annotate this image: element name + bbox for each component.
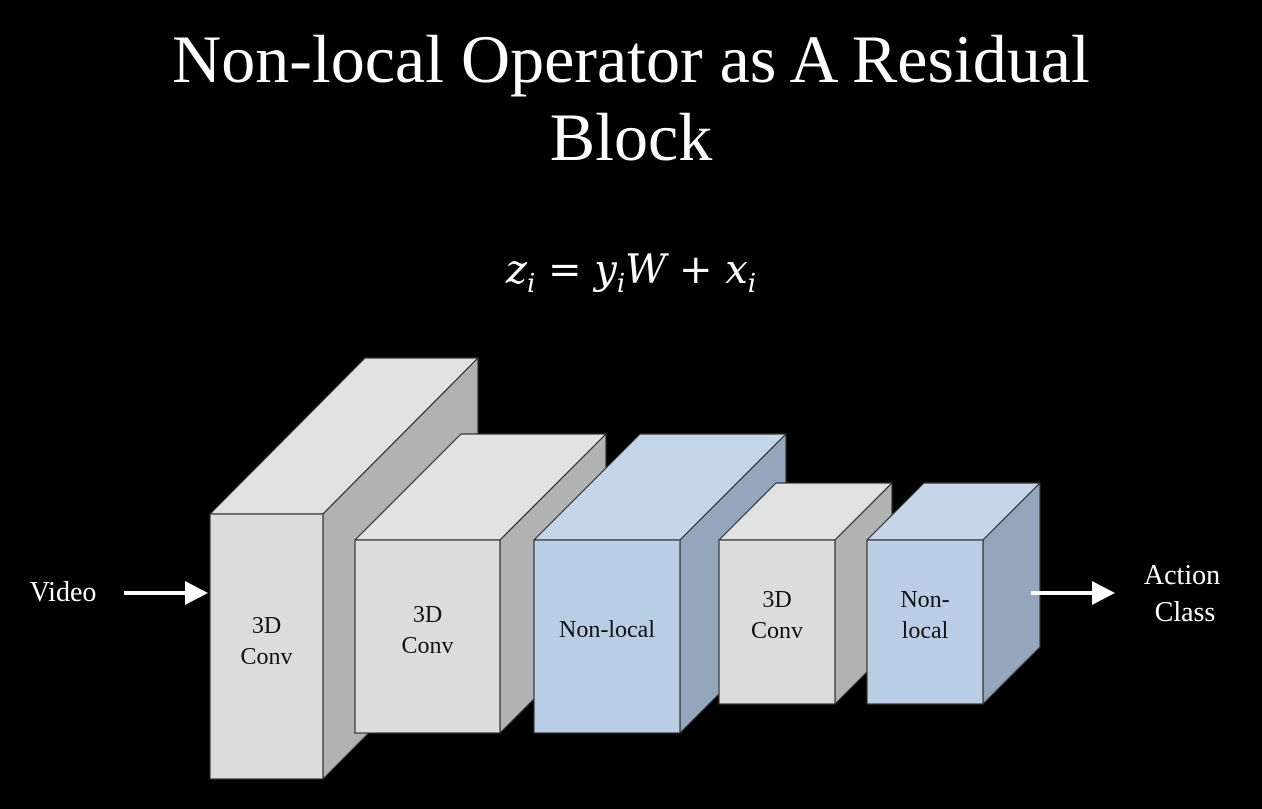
eq-lhs: z	[505, 247, 527, 293]
equation: zi = yiW + xi	[380, 240, 882, 314]
eq-term2: x	[725, 247, 748, 293]
block-3d-conv-2-label-line-2: Conv	[401, 633, 453, 659]
output-label-line-1: Action	[1144, 560, 1220, 591]
eq-equals: =	[547, 247, 582, 293]
eq-term1: y	[594, 247, 617, 293]
eq-lhs-sub: i	[526, 269, 536, 299]
block-non-local-1-label-line-1: Non-local	[559, 617, 655, 643]
block-3d-conv-3: 3D Conv	[718, 482, 893, 705]
output-arrow	[1031, 581, 1115, 605]
block-3d-conv-2-front-face	[354, 539, 501, 734]
block-3d-conv-1-label-line-2: Conv	[240, 644, 292, 670]
block-non-local-2: Non-local	[866, 482, 1041, 705]
output-label-line-2: Class	[1155, 597, 1216, 628]
block-3d-conv-3-label-line-1: 3D	[762, 587, 791, 613]
eq-term1-sub: i	[616, 269, 626, 299]
block-non-local-2-label-line-2: local	[902, 618, 949, 644]
eq-plus: +	[679, 247, 713, 293]
slide-title: Non-local Operator as A Residual Block	[40, 20, 1222, 176]
title-line-2: Block	[549, 99, 713, 175]
eq-term1-w: W	[625, 247, 667, 293]
title-line-1: Non-local Operator as A Residual	[172, 21, 1090, 97]
eq-term2-sub: i	[747, 269, 757, 299]
input-arrow	[124, 581, 208, 605]
block-non-local-2-label-line-1: Non-	[900, 587, 949, 613]
block-3d-conv-1-front-face	[209, 513, 324, 780]
block-non-local-2-front-face	[866, 539, 984, 705]
blocks-layer: 3D Conv 3D Conv Non-local 3D Conv Non-local	[209, 357, 1041, 780]
block-3d-conv-1-label-line-1: 3D	[252, 613, 281, 639]
input-label: Video	[30, 577, 97, 608]
block-3d-conv-3-front-face	[718, 539, 836, 705]
block-non-local-1-front-face	[533, 539, 681, 734]
block-3d-conv-3-label-line-2: Conv	[751, 618, 803, 644]
block-3d-conv-2-label-line-1: 3D	[413, 602, 442, 628]
